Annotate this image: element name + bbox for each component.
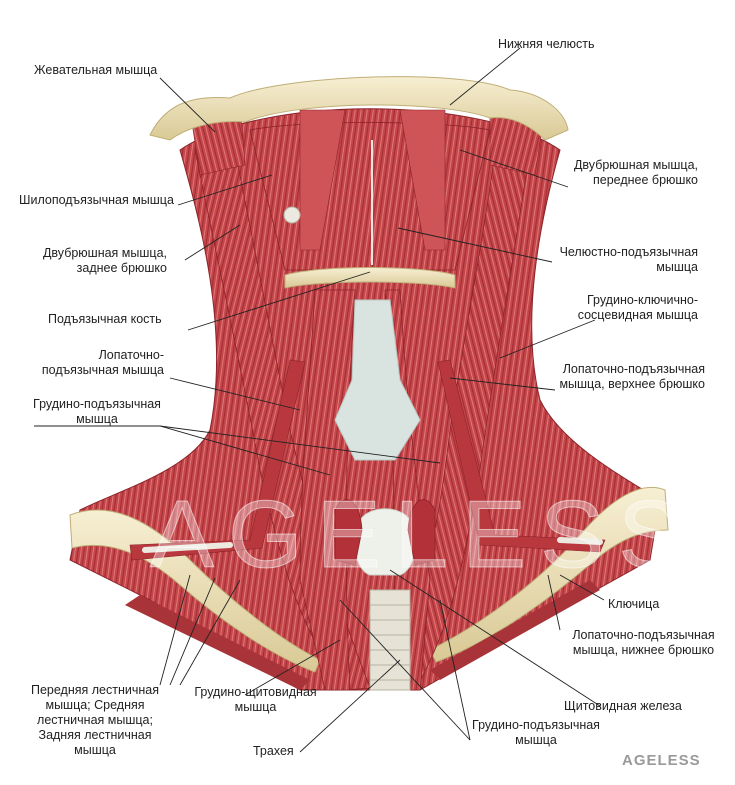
trachea (369, 589, 411, 691)
leader-lines (34, 47, 605, 753)
clavicle-right (429, 486, 669, 663)
label-hyoid: Подъязычная кость (48, 312, 162, 326)
mandible (149, 76, 569, 141)
omohyoid-right (437, 359, 606, 553)
omohyoid-tendon-right (557, 537, 603, 545)
clavicle-right-shadow (430, 580, 600, 680)
label-omohyoid-left: Лопаточно-подъязычная мышца (41, 348, 164, 377)
label-mandible: Нижняя челюсть (498, 37, 595, 51)
mylohyoid (249, 122, 491, 271)
omohyoid-tendon-left (142, 542, 233, 553)
brand-logo: AGELESS (622, 752, 701, 769)
label-masseter: Жевательная мышца (34, 63, 158, 77)
watermark-text: AGELESS.SU (149, 481, 735, 589)
label-clavicle: Ключица (608, 597, 660, 611)
label-stylohyoid: Шилоподъязычная мышца (19, 193, 174, 207)
digastric-anterior-left (299, 109, 346, 251)
stylohyoid-tendon (283, 206, 301, 224)
larynx (334, 299, 421, 461)
label-digastric-anterior: Двубрюшная мышца,переднее брюшко (573, 158, 698, 187)
omohyoid-left (129, 359, 306, 561)
label-sternocleidomastoid: Грудино-ключично-сосцевидная мышца (577, 293, 698, 322)
digastric-anterior-right (399, 109, 446, 251)
sternohyoid-left (299, 289, 356, 691)
thyroid-lobes (334, 499, 436, 566)
label-trachea: Трахея (253, 744, 294, 758)
label-thyroid: Щитовидная железа (564, 699, 682, 713)
hyoid-bone (284, 267, 456, 289)
label-digastric-posterior: Двубрюшная мышца,заднее брюшко (42, 246, 167, 275)
clavicle-left-shadow (125, 595, 310, 690)
